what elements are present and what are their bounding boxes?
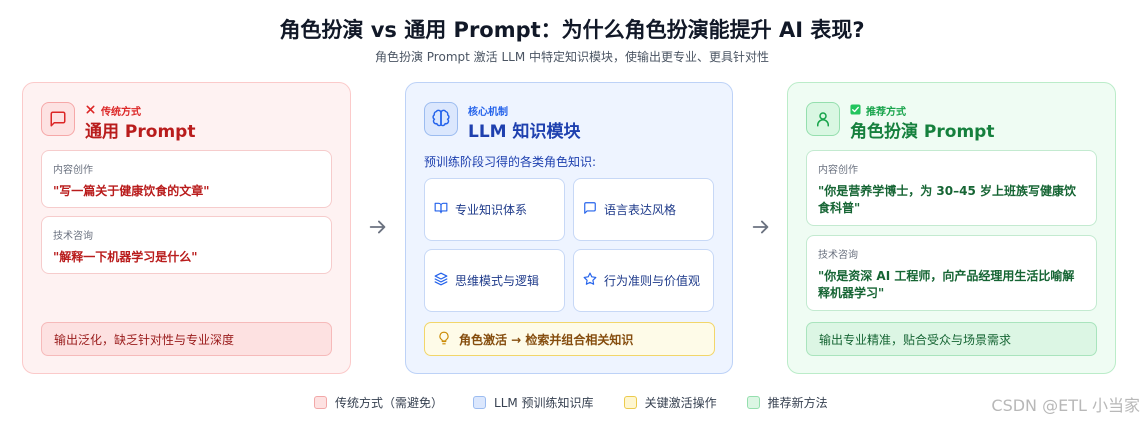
star-icon: [583, 272, 597, 289]
knowledge-module-card: 语言表达风格: [573, 178, 714, 241]
check-square-icon: [850, 103, 861, 118]
legend-label: 推荐新方法: [767, 396, 828, 410]
message-icon: [583, 201, 597, 218]
panel-tag-label: 核心机制: [468, 107, 508, 118]
generic-prompt-panel: 传统方式 通用 Prompt 内容创作 "写一篇关于健康饮食的文章" 技术咨询 …: [22, 82, 351, 374]
legend-item: LLM 预训练知识库: [473, 394, 594, 411]
role-play-prompt-panel: 推荐方式 角色扮演 Prompt 内容创作 "你是营养学博士，为 30–45 岁…: [787, 82, 1116, 374]
page-subtitle: 角色扮演 Prompt 激活 LLM 中特定知识模块，使输出更专业、更具针对性: [374, 50, 770, 64]
card-label: 内容创作: [818, 165, 858, 176]
legend-item: 关键激活操作: [623, 394, 717, 411]
panel-title: 通用 Prompt: [85, 122, 196, 142]
legend-label: 关键激活操作: [644, 396, 717, 410]
llm-knowledge-panel: 核心机制 LLM 知识模块 预训练阶段习得的各类角色知识: 专业知识体系 语言表…: [405, 82, 733, 374]
module-label: 专业知识体系: [455, 203, 528, 217]
arrow-right-icon: [367, 216, 389, 242]
example-card: 技术咨询 "你是资深 AI 工程师，向产品经理用生活比喻解释机器学习": [806, 235, 1097, 311]
knowledge-module-card: 思维模式与逻辑: [424, 249, 565, 312]
card-text: "你是资深 AI 工程师，向产品经理用生活比喻解释机器学习": [818, 269, 1075, 300]
card-text: "你是营养学博士，为 30–45 岁上班族写健康饮食科普": [818, 184, 1077, 215]
panel-footer-note: 输出泛化，缺乏针对性与专业深度: [41, 322, 332, 356]
legend: 传统方式（需避免） LLM 预训练知识库 关键激活操作 推荐新方法: [314, 394, 828, 411]
card-label: 技术咨询: [53, 231, 93, 242]
example-card: 内容创作 "写一篇关于健康饮食的文章": [41, 150, 332, 208]
page-title: 角色扮演 vs 通用 Prompt：为什么角色扮演能提升 AI 表现?: [279, 18, 865, 42]
lightbulb-icon: [437, 331, 451, 348]
card-label: 内容创作: [53, 165, 93, 176]
card-label: 技术咨询: [818, 250, 858, 261]
panel-tag-label: 推荐方式: [866, 107, 906, 118]
module-intro: 预训练阶段习得的各类角色知识:: [424, 155, 597, 169]
legend-label: LLM 预训练知识库: [494, 396, 594, 410]
user-icon: [806, 102, 840, 136]
panel-footer-note: 输出专业精准，贴合受众与场景需求: [806, 322, 1097, 356]
legend-item: 传统方式（需避免）: [314, 394, 443, 411]
message-square-icon: [41, 102, 75, 136]
knowledge-module-card: 专业知识体系: [424, 178, 565, 241]
watermark: CSDN @ETL 小当家: [991, 396, 1140, 415]
activation-label: 角色激活 → 检索并组合相关知识: [459, 332, 634, 347]
legend-swatch: [314, 396, 327, 409]
panel-tag: 核心机制: [468, 103, 508, 118]
role-activation-bar: 角色激活 → 检索并组合相关知识: [424, 322, 715, 356]
x-icon: [85, 104, 96, 118]
layers-icon: [434, 272, 448, 289]
module-label: 思维模式与逻辑: [455, 274, 540, 288]
knowledge-module-card: 行为准则与价值观: [573, 249, 714, 312]
panel-tag: 传统方式: [85, 103, 141, 118]
example-card: 技术咨询 "解释一下机器学习是什么": [41, 216, 332, 274]
panel-title: 角色扮演 Prompt: [850, 122, 995, 142]
card-text: "写一篇关于健康饮食的文章": [53, 184, 210, 198]
panel-tag-label: 传统方式: [101, 107, 141, 118]
legend-swatch: [473, 396, 487, 409]
legend-swatch: [623, 396, 637, 409]
module-label: 语言表达风格: [604, 203, 677, 217]
panel-title: LLM 知识模块: [468, 122, 581, 142]
brain-icon: [424, 102, 458, 136]
legend-swatch: [746, 396, 760, 409]
example-card: 内容创作 "你是营养学博士，为 30–45 岁上班族写健康饮食科普": [806, 150, 1097, 226]
card-text: "解释一下机器学习是什么": [53, 250, 198, 264]
book-icon: [434, 201, 448, 218]
legend-item: 推荐新方法: [746, 394, 828, 411]
module-label: 行为准则与价值观: [604, 274, 701, 288]
arrow-right-icon: [750, 216, 772, 242]
legend-label: 传统方式（需避免）: [335, 396, 444, 410]
panel-tag: 推荐方式: [850, 103, 906, 118]
